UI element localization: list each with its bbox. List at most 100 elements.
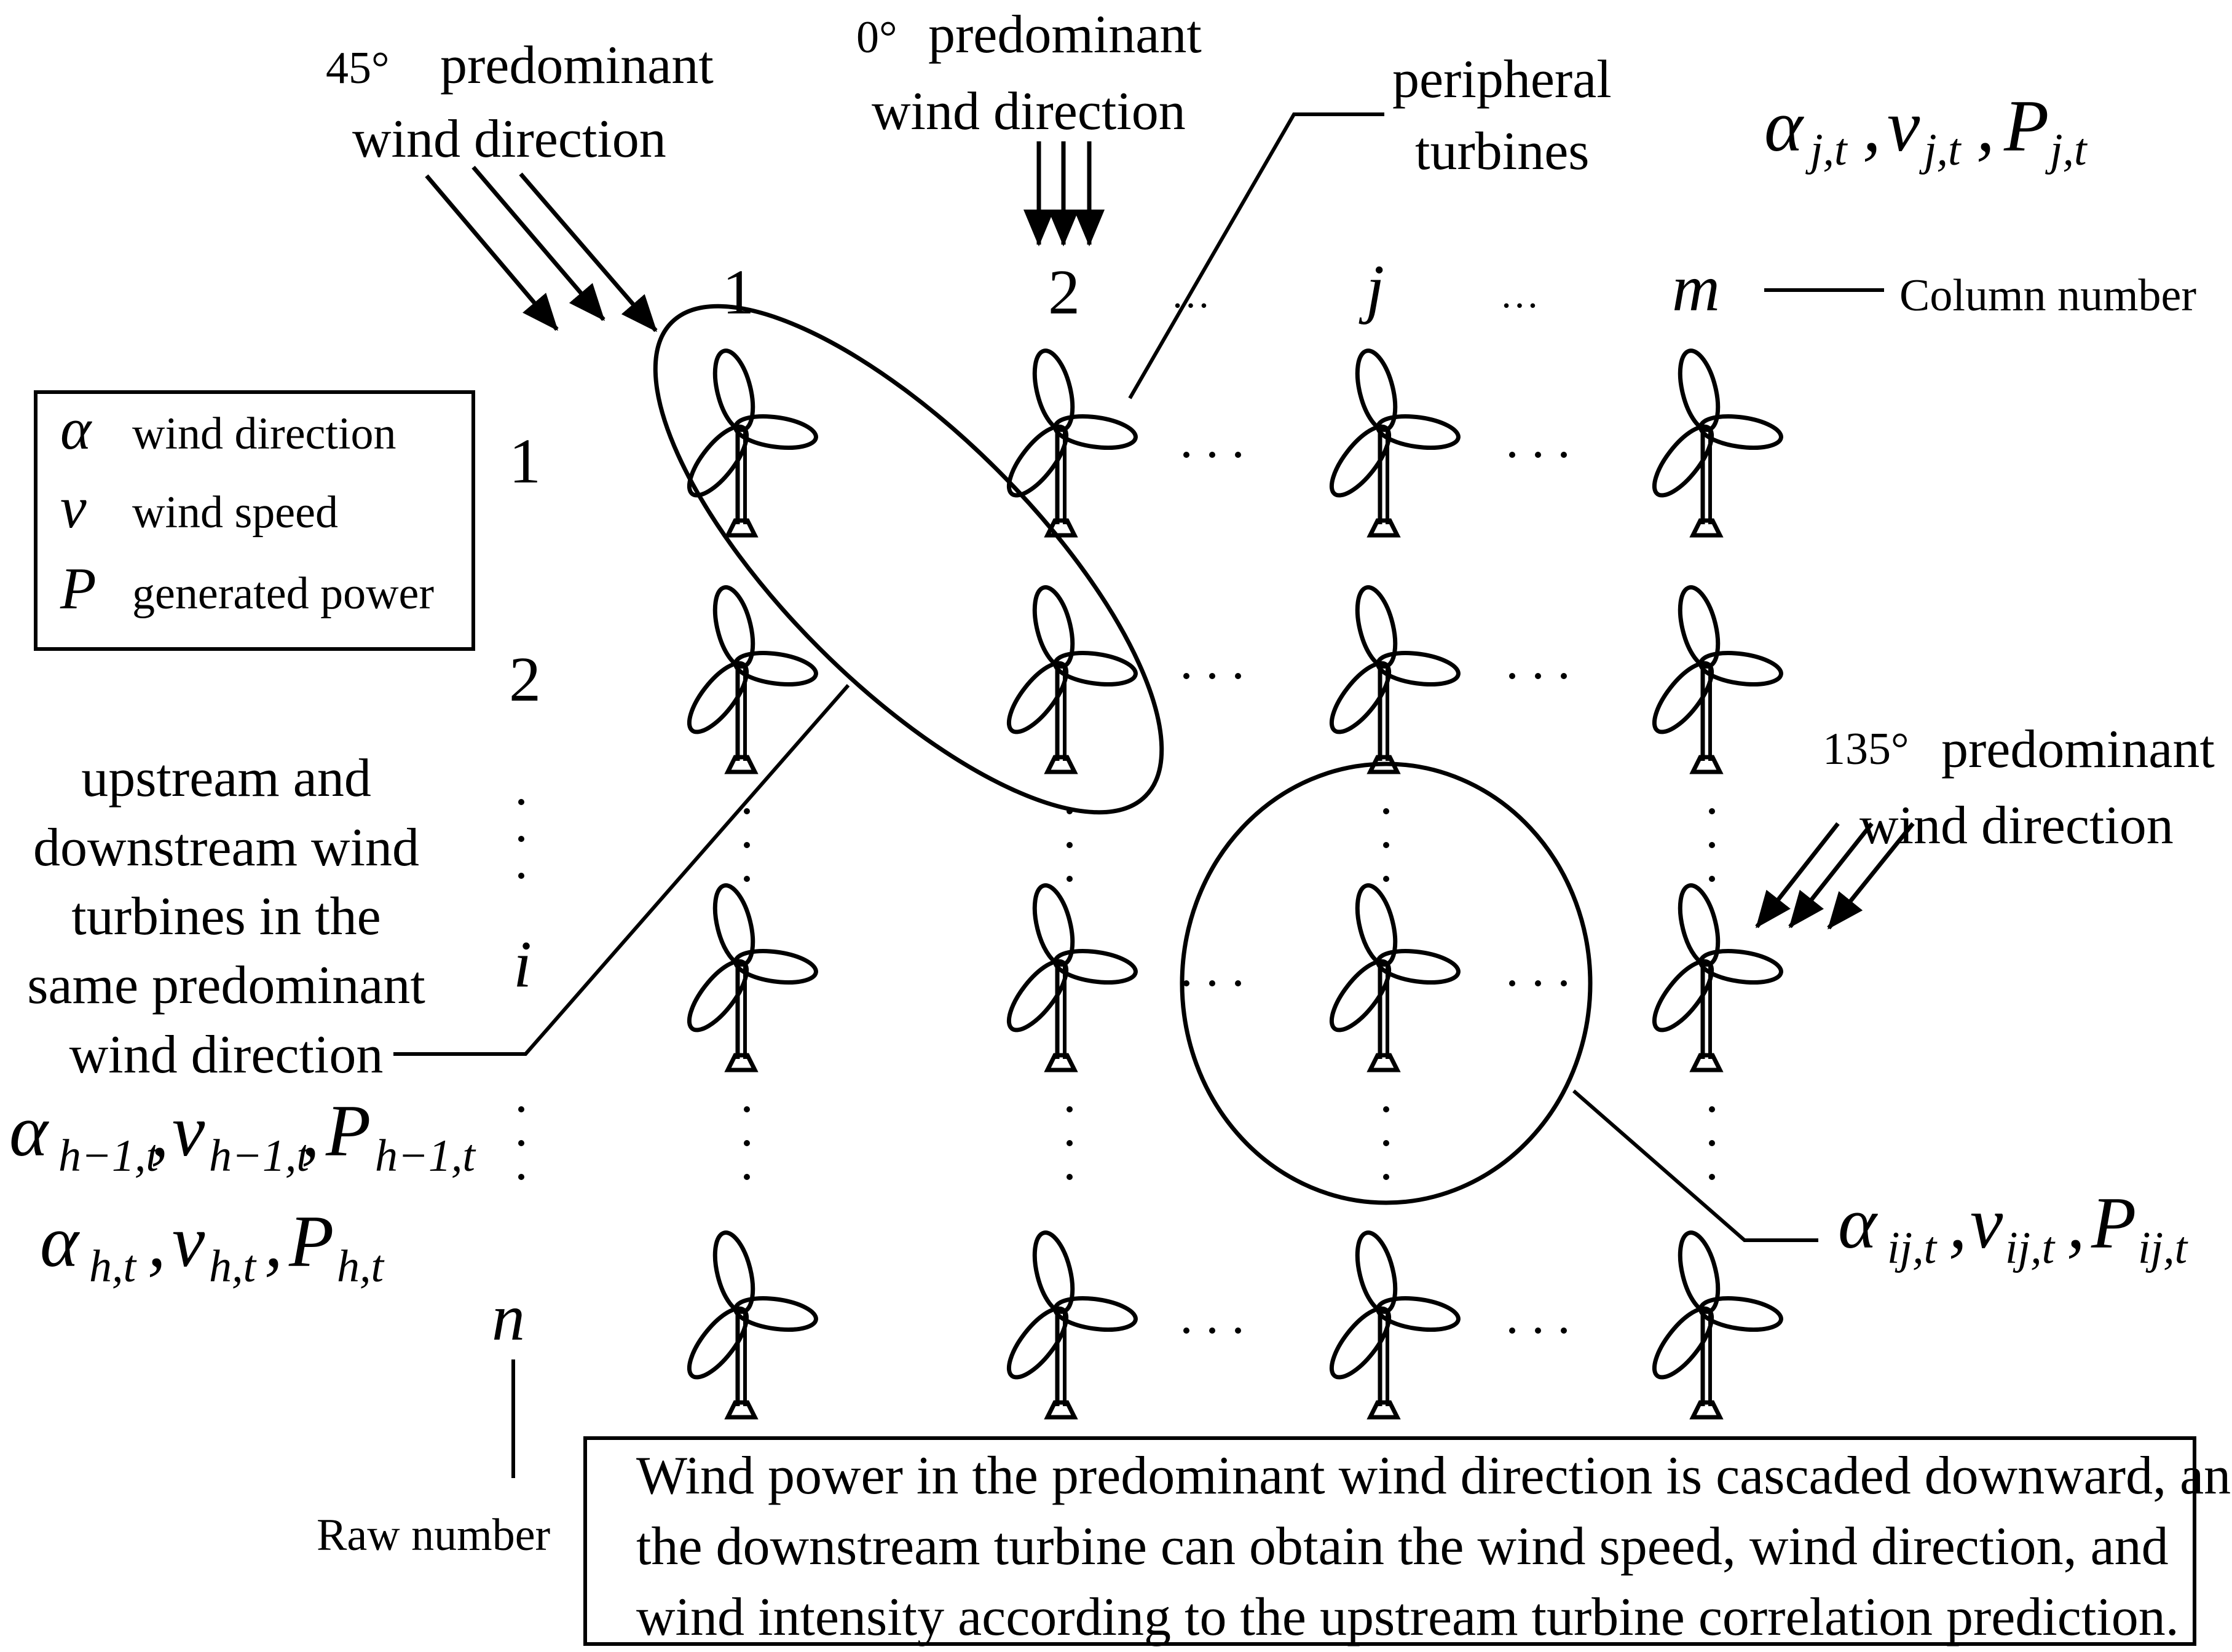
direction-0-degree: 0° xyxy=(856,12,897,63)
note-line3: wind intensity according to the upstream… xyxy=(636,1587,2179,1647)
grid-horizontal-dots xyxy=(1183,452,1567,1334)
formula-col-p-sub: j,t xyxy=(2045,125,2088,175)
formula-col-alpha: α xyxy=(1764,85,1804,167)
column-indices: 1 2 … j … m xyxy=(722,252,1720,328)
formula-h-alpha-sub: h,t xyxy=(89,1241,138,1292)
formula-hm-v: v xyxy=(172,1090,205,1171)
upstream-line5: wind direction xyxy=(69,1025,384,1085)
note-box: Wind power in the predominant wind direc… xyxy=(583,1436,2232,1647)
upstream-line1: upstream and xyxy=(81,749,371,808)
formula-h-p: P xyxy=(288,1200,334,1282)
formula-ij-v-sub: ij,t xyxy=(2005,1223,2056,1273)
formula-hm-p-sub: h−1,t xyxy=(375,1131,476,1181)
turbine-ri-c1 xyxy=(680,881,818,1070)
formula-hm-sep2: , xyxy=(301,1090,320,1171)
column-index-1: 1 xyxy=(722,257,754,328)
row-index-2: 2 xyxy=(509,644,541,715)
turbine-rn-c1 xyxy=(680,1229,818,1417)
peripheral-line2: turbines xyxy=(1415,122,1590,181)
direction-135-line2: wind direction xyxy=(1859,796,2174,856)
formula-col-sep2: , xyxy=(1976,85,1995,167)
direction-0-line1: predominant xyxy=(928,5,1202,65)
formula-hm-v-sub: h−1,t xyxy=(209,1131,310,1181)
direction-0-line2: wind direction xyxy=(872,82,1186,141)
turbine-ri-c2 xyxy=(1000,881,1138,1070)
formula-h-v-sub: h,t xyxy=(209,1241,258,1292)
legend-box: α wind direction v wind speed P generate… xyxy=(34,390,475,651)
formula-ij-sep1: , xyxy=(1949,1182,1967,1264)
raw-number-label: Raw number xyxy=(317,1510,550,1560)
legend-alpha-text: wind direction xyxy=(132,409,396,459)
formula-ij-v: v xyxy=(1970,1182,2003,1264)
formula-h-p-sub: h,t xyxy=(337,1241,385,1292)
upstream-label: upstream and downstream wind turbines in… xyxy=(27,749,425,1085)
direction-0-arrows xyxy=(1023,141,1105,246)
formula-ij-callout-line xyxy=(1572,1089,1818,1242)
turbine-ri-cj xyxy=(1322,881,1461,1070)
column-index-j: j xyxy=(1359,252,1384,325)
formula-h-v: v xyxy=(172,1200,205,1282)
formula-col-p: P xyxy=(2003,85,2049,167)
turbine-grid xyxy=(680,347,1783,1417)
turbine-ri-cm xyxy=(1645,881,1783,1070)
diagonal-group-ellipse xyxy=(653,304,1164,815)
row-index-n: n xyxy=(492,1281,525,1355)
direction-45-degree: 45° xyxy=(326,43,390,93)
note-line2: the downstream turbine can obtain the wi… xyxy=(636,1517,2169,1576)
turbine-rn-cm xyxy=(1645,1229,1783,1417)
row-index-i: i xyxy=(513,928,532,1001)
turbine-r1-cj xyxy=(1322,347,1461,535)
formula-h: α h,t , v h,t , P h,t xyxy=(40,1200,385,1292)
direction-45-line1: predominant xyxy=(440,36,714,95)
formula-hm-p: P xyxy=(325,1090,371,1171)
legend-p-symbol: P xyxy=(60,556,97,621)
row-index-vdots-1 xyxy=(518,799,524,879)
column-number-label: Column number xyxy=(1899,270,2196,321)
formula-col-sep1: , xyxy=(1863,85,1881,167)
direction-135-arrows xyxy=(1755,822,1915,930)
legend-alpha-symbol: α xyxy=(60,396,92,462)
direction-135-degree: 135° xyxy=(1823,724,1909,774)
direction-135-label: 135° predominant wind direction xyxy=(1823,720,2215,856)
column-index-2: 2 xyxy=(1048,257,1080,328)
peripheral-group-circle xyxy=(1180,761,1593,1205)
formula-col-v: v xyxy=(1887,85,1920,167)
direction-0-label: 0° predominant wind direction xyxy=(856,5,1202,141)
formula-hm-alpha: α xyxy=(9,1090,49,1171)
formula-column: α j,t , v j,t , P j,t xyxy=(1764,85,2088,175)
turbine-rn-cj xyxy=(1322,1229,1461,1417)
formula-h-sep2: , xyxy=(264,1200,283,1282)
turbine-r1-c1 xyxy=(680,347,818,535)
direction-45-line2: wind direction xyxy=(352,109,666,169)
formula-ij-alpha: α xyxy=(1838,1182,1878,1264)
column-index-dots-1: … xyxy=(1171,272,1219,316)
upstream-line4: same predominant xyxy=(27,956,425,1015)
turbine-r2-cm xyxy=(1645,583,1783,772)
row-indices: 1 2 i n xyxy=(492,426,541,1355)
formula-ij-sep2: , xyxy=(2067,1182,2085,1264)
formula-ij-alpha-sub: ij,t xyxy=(1887,1223,1938,1273)
note-line1: Wind power in the predominant wind direc… xyxy=(636,1446,2232,1506)
formula-col-v-sub: j,t xyxy=(1919,125,1962,175)
legend-p-text: generated power xyxy=(132,568,434,619)
direction-135-line1: predominant xyxy=(1941,720,2215,779)
peripheral-turbines-label: peripheral turbines xyxy=(1392,50,1612,181)
column-index-m: m xyxy=(1672,252,1720,325)
formula-ij: α ij,t , v ij,t , P ij,t xyxy=(1838,1182,2189,1273)
formula-hm-alpha-sub: h−1,t xyxy=(58,1131,160,1181)
row-index-vdots-2 xyxy=(518,1106,524,1180)
peripheral-line1: peripheral xyxy=(1392,50,1612,109)
direction-45-arrows xyxy=(425,165,658,332)
column-index-dots-2: … xyxy=(1500,272,1548,316)
upstream-callout-line xyxy=(393,684,850,1056)
legend-v-symbol: v xyxy=(60,474,87,540)
formula-col-alpha-sub: j,t xyxy=(1805,125,1848,175)
peripheral-callout-line xyxy=(1128,112,1384,399)
turbine-r2-c2 xyxy=(1000,583,1138,772)
grid-vertical-dots xyxy=(744,808,1715,1180)
upstream-line3: turbines in the xyxy=(71,887,381,946)
turbine-r1-c2 xyxy=(1000,347,1138,535)
formula-hm-sep1: , xyxy=(151,1090,169,1171)
formula-h-alpha: α xyxy=(40,1200,80,1282)
